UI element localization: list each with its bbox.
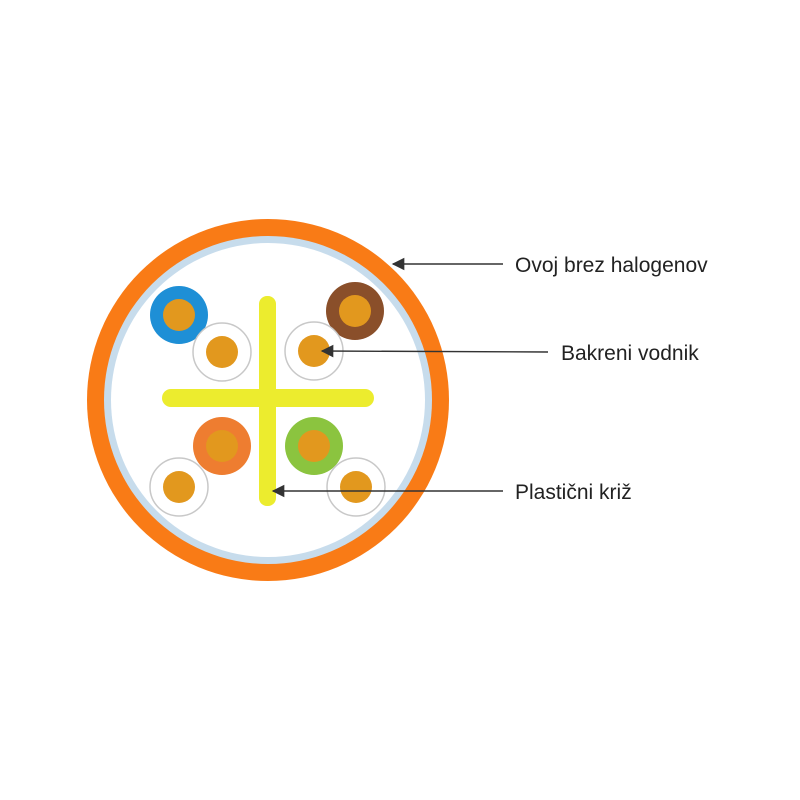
twisted-pair-blue: [150, 286, 252, 382]
pair-brown-copper-core: [339, 295, 371, 327]
conductor-leader-arrow: [320, 344, 549, 358]
cross-horizontal-bar: [162, 389, 374, 407]
pair-green-clear-copper-core: [340, 471, 372, 503]
pair-orange-clear-copper-core: [163, 471, 195, 503]
jacket-label: Ovoj brez halogenov: [515, 254, 708, 277]
pair-brown-clear-copper-core: [298, 335, 330, 367]
pair-green-copper-core: [298, 430, 330, 462]
twisted-pair-orange: [149, 417, 251, 517]
twisted-pair-green: [285, 417, 386, 517]
pair-blue-copper-core: [163, 299, 195, 331]
cross-label: Plastični križ: [515, 481, 632, 504]
pair-orange-copper-core: [206, 430, 238, 462]
pair-blue-clear-copper-core: [206, 336, 238, 368]
plastic-cross: [162, 296, 374, 506]
conductor-label: Bakreni vodnik: [561, 342, 699, 365]
